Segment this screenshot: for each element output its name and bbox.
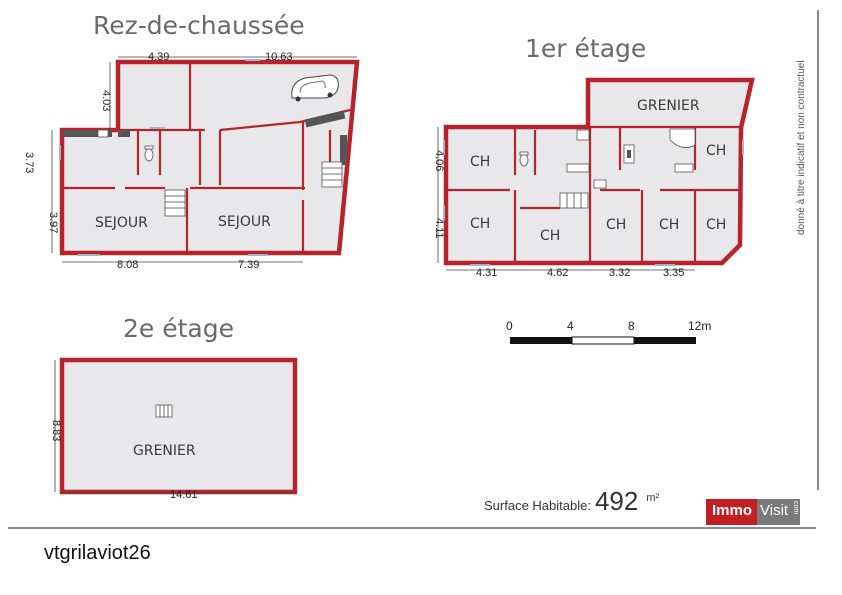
second-floor-dimensions: 8.83 14.61 <box>50 360 295 501</box>
ground-floor-inner-walls <box>62 62 351 253</box>
logo-part-visit: Visit <box>757 499 792 525</box>
scale-tick-label: 4 <box>567 319 574 333</box>
surface-label: Surface Habitable: <box>484 498 591 513</box>
logo-part-immo: Immo <box>706 499 758 525</box>
first-room-label: CH <box>659 217 679 233</box>
surface-habitable: Surface Habitable: 492 m² <box>484 486 659 516</box>
dimension-label: 14.61 <box>170 489 198 501</box>
dimension-label: 8.08 <box>117 259 138 271</box>
ground-floor-staircase-icon-2 <box>321 161 343 188</box>
scale-tick-label: 8 <box>628 319 635 333</box>
ground-floor-staircase-icon <box>164 189 186 217</box>
first-floor-title: 1er étage <box>525 34 646 63</box>
first-room-label: CH <box>706 217 726 233</box>
first-room-label: CH <box>706 143 726 159</box>
dimension-label: 7.39 <box>238 259 259 271</box>
logo-suffix: com <box>791 499 801 525</box>
second-floor-plan: 2e étage GRENIER 8.83 14.61 <box>50 314 298 501</box>
ground-floor-plan: Rez-de-chaussée <box>23 11 360 271</box>
car-icon <box>291 74 339 102</box>
second-floor-outer-wall <box>59 357 298 495</box>
dimension-label: 4.03 <box>100 90 112 111</box>
ground-room-label: SEJOUR <box>95 215 148 231</box>
vertical-divider <box>817 10 819 490</box>
dimension-label: 4.39 <box>148 51 169 63</box>
dimension-label: 3.73 <box>23 152 35 173</box>
second-floor-staircase-icon <box>155 404 173 418</box>
dimension-label: 3.97 <box>47 212 59 233</box>
dimension-label: 3.35 <box>663 267 684 279</box>
dimension-label: 4.62 <box>547 267 568 279</box>
first-floor-fixtures <box>443 128 744 266</box>
first-floor-area <box>446 80 752 263</box>
second-floor-area <box>62 360 295 492</box>
dimension-label: 4.31 <box>476 267 497 279</box>
second-room-label: GRENIER <box>133 443 196 459</box>
surface-unit: m² <box>646 492 660 504</box>
first-room-label: CH <box>470 216 490 232</box>
second-floor-title: 2e étage <box>123 314 234 343</box>
first-room-label: CH <box>470 154 490 170</box>
first-floor-outer-wall <box>443 77 755 266</box>
ground-floor-title: Rez-de-chaussée <box>93 11 305 40</box>
dimension-label: 3.32 <box>609 267 630 279</box>
scale-tick-label: 12m <box>688 319 711 333</box>
ground-floor-area <box>62 62 357 253</box>
dimension-label: 8.83 <box>50 420 62 441</box>
horizontal-divider <box>8 527 816 529</box>
ground-floor-fixtures <box>59 59 347 256</box>
dimension-label: 10.63 <box>265 51 293 63</box>
ground-room-label: SEJOUR <box>218 214 271 230</box>
property-reference: vtgrilaviot26 <box>44 542 151 564</box>
dimension-label: 4.11 <box>433 218 445 239</box>
dimension-label: 4.06 <box>433 150 445 171</box>
disclaimer-text: donné à titre indicatif et non contractu… <box>796 60 807 235</box>
scale-tick-label: 0 <box>506 319 513 333</box>
first-floor-plan: 1er étage <box>433 34 755 279</box>
scale-bar: 0 4 8 12m <box>506 319 711 345</box>
first-floor-dimensions: 4.06 4.11 4.31 4.62 3.32 3.35 <box>433 127 695 279</box>
immovisit-logo: Immo Visit com <box>706 499 816 525</box>
first-room-label: GRENIER <box>637 98 700 114</box>
ground-floor-dimensions: 4.39 10.63 4.03 3.73 3.97 8.08 7.39 <box>23 51 357 271</box>
first-room-label: CH <box>606 217 626 233</box>
first-room-label: CH <box>540 228 560 244</box>
surface-value: 492 <box>594 486 639 516</box>
first-floor-inner-walls <box>446 125 741 263</box>
first-floor-staircase-icon <box>559 192 589 209</box>
